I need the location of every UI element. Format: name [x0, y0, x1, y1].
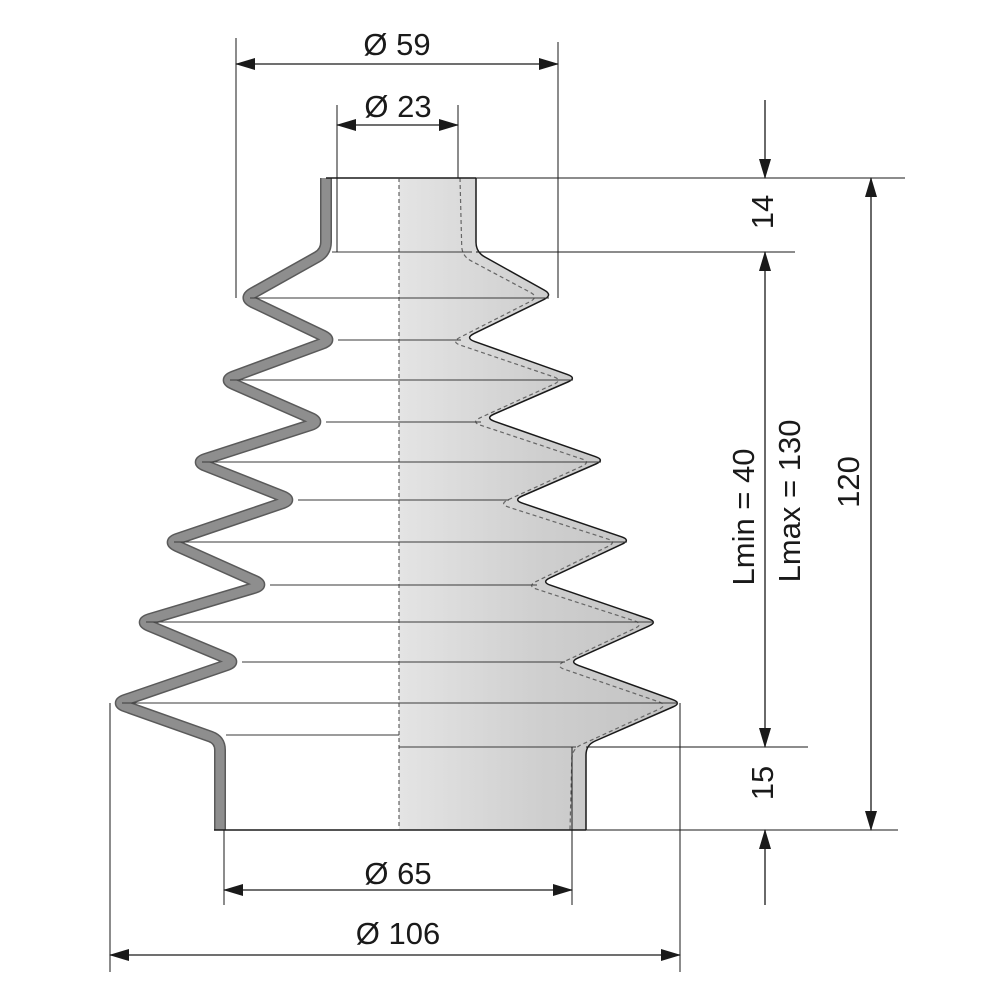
bellows-left-wall-core: [116, 178, 332, 830]
dim-d106: Ø 106: [356, 916, 440, 951]
dim-d65: Ø 65: [364, 856, 431, 891]
convolution-lines: [122, 177, 678, 831]
bellows-right-outline: [468, 178, 679, 830]
bellows-section-fill: [399, 178, 678, 830]
dim-15: 15: [745, 766, 780, 800]
extension-lines: [109, 38, 905, 972]
dim-lmax: Lmax = 130: [772, 420, 807, 583]
dim-d23: Ø 23: [364, 89, 431, 124]
bellows-hidden-wall: [455, 177, 664, 831]
dim-14: 14: [745, 195, 780, 229]
dim-d59: Ø 59: [363, 27, 430, 62]
bellows-left-wall: [114, 178, 334, 830]
dim-120: 120: [831, 456, 866, 508]
dimension-arrows: [109, 58, 877, 961]
dim-lmin: Lmin = 40: [726, 448, 761, 585]
